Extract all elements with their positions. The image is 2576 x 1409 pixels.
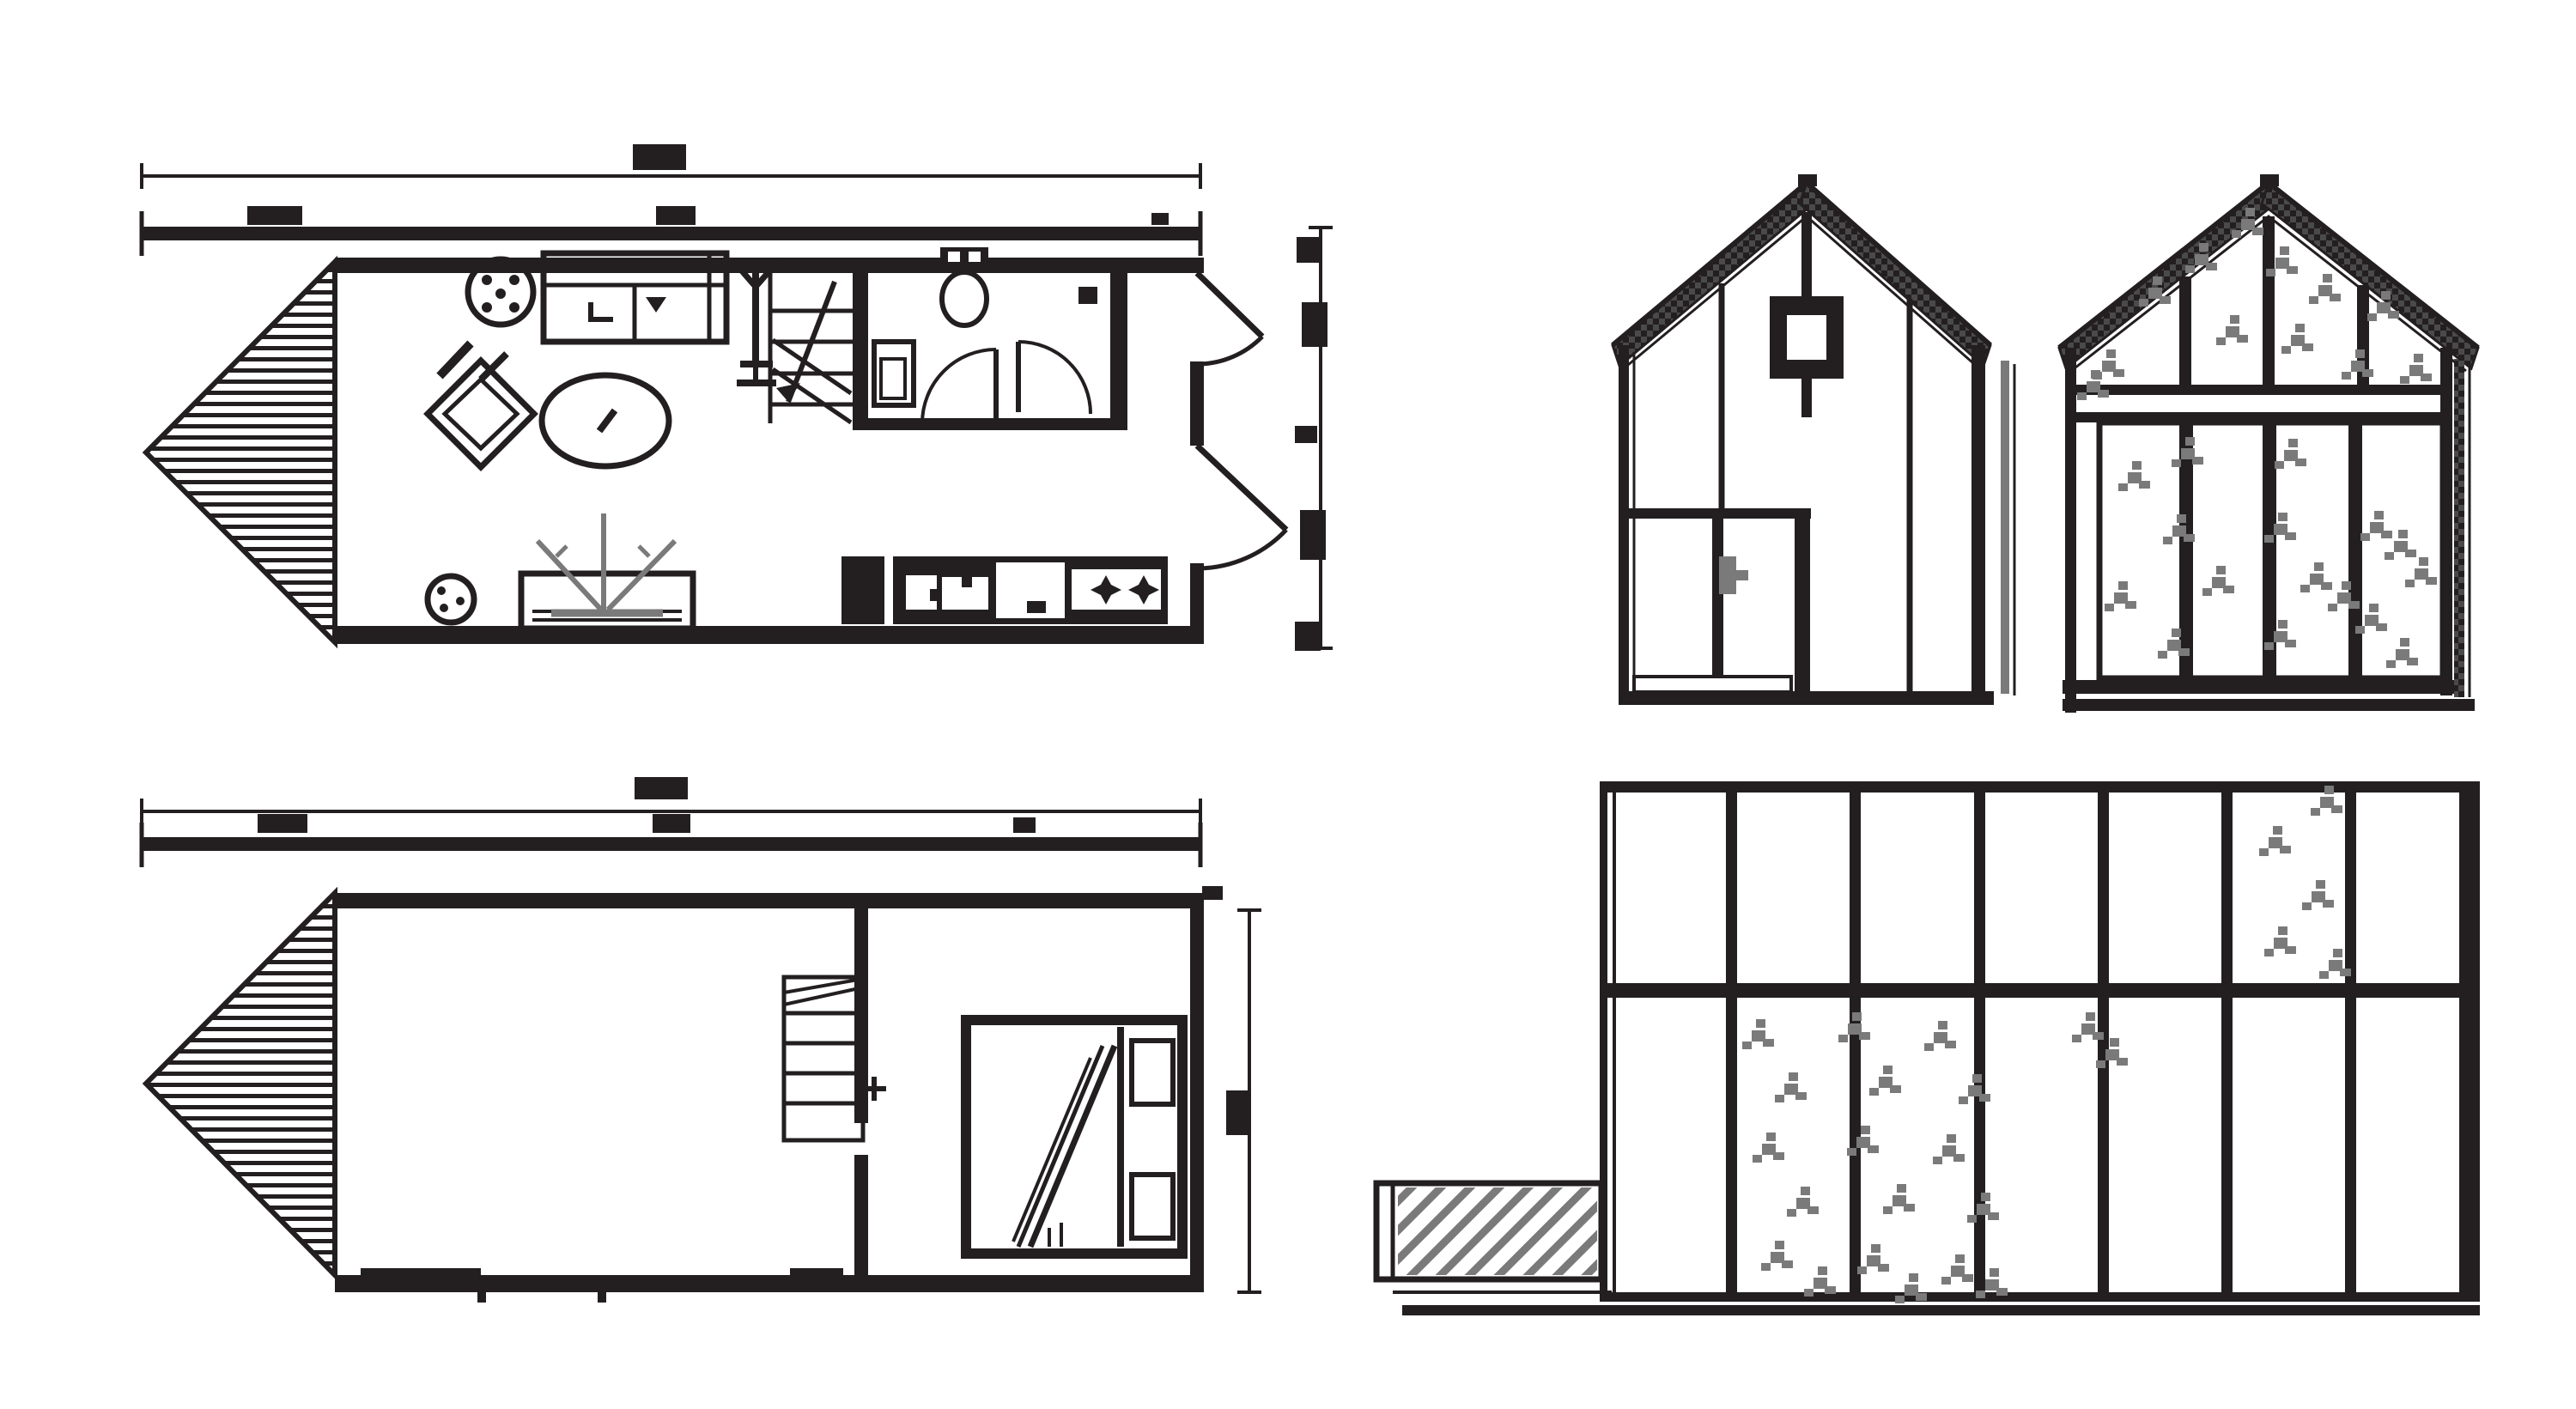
plant-reflection-mark <box>1847 1126 1879 1156</box>
lower-glazing <box>2096 419 2446 682</box>
facade-seams <box>1718 283 1913 691</box>
frame <box>1402 781 2480 1315</box>
plant-reflection-mark <box>1924 1021 1956 1051</box>
plant-reflection-mark <box>2281 324 2313 354</box>
plant-reflection-mark <box>2342 349 2373 380</box>
plant-reflection-mark <box>2163 514 2195 544</box>
plant-reflection-mark <box>1941 1254 1973 1284</box>
panel-mullions <box>1726 793 2356 1292</box>
mid-band <box>2076 385 2440 422</box>
plant-reflection-mark <box>2158 629 2190 659</box>
plant-reflection-mark <box>2172 437 2203 467</box>
plant-reflection-mark <box>1883 1184 1915 1214</box>
side-elevation <box>1373 781 2480 1315</box>
plant-reflection-mark <box>2309 274 2341 304</box>
plant-reflection-mark <box>2264 926 2296 957</box>
entry-doors <box>1194 270 1289 571</box>
plant-reflection-mark <box>2072 1012 2104 1042</box>
plant-reflection-mark <box>2367 291 2399 321</box>
living-room-furniture <box>423 250 782 632</box>
bed <box>961 1015 1188 1259</box>
plant-reflection-mark <box>2259 826 2291 856</box>
plant-reflection-mark <box>2105 581 2136 611</box>
gable-glazing <box>2179 216 2369 385</box>
loft-stairs <box>781 975 886 1143</box>
plant-reflection-mark <box>1775 1072 1807 1102</box>
roof <box>1611 174 1992 371</box>
dimension-lines <box>139 144 1203 256</box>
plant-reflection-mark <box>1976 1268 2008 1298</box>
plant-reflection-mark <box>2264 620 2296 650</box>
plant-reflection-mark <box>2311 786 2342 816</box>
entry-door <box>1629 508 1811 694</box>
plant-reflection-mark <box>1967 1193 1999 1223</box>
plant-reflection-mark <box>2300 562 2332 592</box>
loft-floor-plan <box>139 777 1261 1303</box>
plant-reflection-mark <box>1959 1074 1990 1104</box>
plant-reflection-mark <box>2400 354 2432 384</box>
plant-reflection-mark <box>1804 1266 1836 1297</box>
rear-elevation <box>2057 174 2480 713</box>
trailer-hitch-hatch <box>142 886 337 1282</box>
plant-reflection-mark <box>2202 566 2234 596</box>
plant-reflection-mark <box>1869 1066 1901 1096</box>
plant-reflection-mark <box>2385 530 2416 560</box>
ground-floor-plan <box>139 144 1333 651</box>
trailer-hitch-hatch <box>142 255 337 649</box>
right-dimension-line <box>1202 886 1261 1294</box>
plant-reflection-mark <box>2302 880 2334 910</box>
walls <box>335 893 1204 1303</box>
interior-walls <box>768 273 1127 430</box>
plant-reflection-mark <box>2216 315 2248 345</box>
plant-reflection-mark <box>1857 1244 1889 1274</box>
plant-reflection-mark <box>2328 581 2360 611</box>
plant-reflection-mark <box>2118 461 2150 491</box>
walls <box>1619 345 2016 705</box>
plant-reflection-mark <box>2185 243 2217 273</box>
plant-reflection-mark <box>2386 638 2418 668</box>
stairs <box>770 280 853 425</box>
plant-reflection-mark <box>1933 1134 1965 1164</box>
bathroom-fixtures <box>872 247 1092 424</box>
plant-reflection-mark <box>2264 513 2296 543</box>
gable-window <box>1770 212 1844 417</box>
plant-reflection-mark <box>2360 511 2392 541</box>
kitchen-counter <box>841 556 1168 624</box>
plant-reflection-mark <box>2319 949 2351 979</box>
plant-reflection-mark <box>1742 1019 1774 1049</box>
plant-reflection-mark <box>2405 557 2437 587</box>
plant-reflection-mark <box>2077 370 2109 400</box>
porch-step <box>1373 1180 1612 1294</box>
plant-reflection-mark <box>1838 1012 1870 1042</box>
glass-reflections <box>2077 208 2437 668</box>
plant-reflection-mark <box>1787 1187 1819 1217</box>
plant-reflection-mark <box>1753 1133 1784 1163</box>
plant-reflection-mark <box>2139 276 2171 307</box>
plant-reflection-mark <box>1761 1241 1793 1271</box>
plant-reflection-mark <box>2266 246 2298 276</box>
front-elevation <box>1611 174 2016 705</box>
glass-reflections <box>1742 786 2351 1303</box>
plant-reflection-mark <box>1895 1273 1927 1303</box>
plant-reflection-mark <box>2232 208 2263 238</box>
right-dimension-line <box>1295 226 1333 651</box>
plant-reflection-mark <box>2096 1038 2128 1068</box>
dimension-lines <box>139 777 1203 867</box>
plant-reflection-mark <box>2355 604 2387 634</box>
plant-reflection-mark <box>2275 439 2306 469</box>
